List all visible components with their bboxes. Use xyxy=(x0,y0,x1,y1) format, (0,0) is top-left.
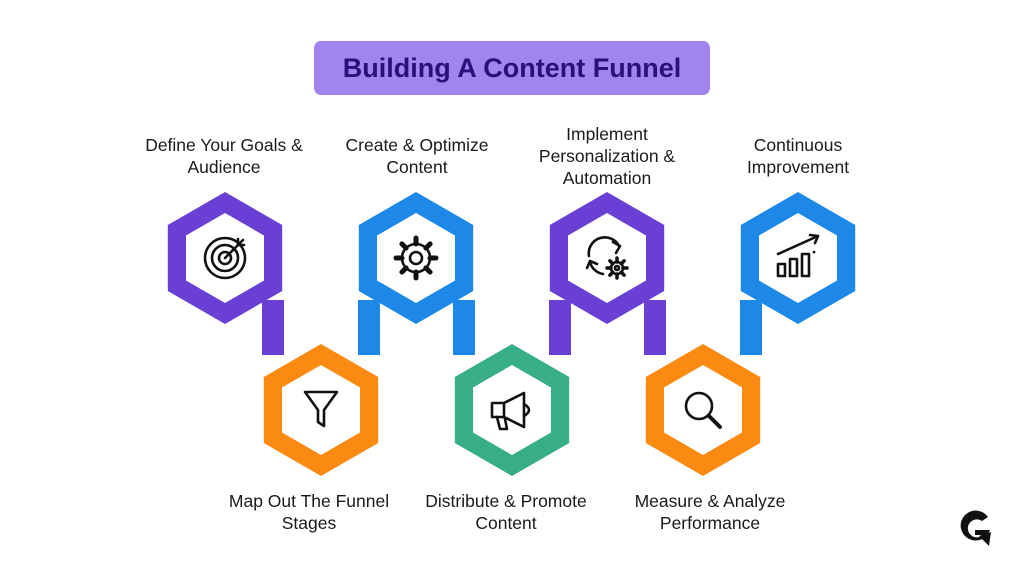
connector-5-6 xyxy=(644,300,666,355)
hexagon-inner xyxy=(377,213,455,303)
step-hexagon-3 xyxy=(358,192,474,324)
funnel-icon xyxy=(303,390,339,428)
growth-chart-icon xyxy=(776,233,820,278)
step-hexagon-6 xyxy=(645,344,761,476)
magnifier-icon xyxy=(684,391,722,429)
step-label-implement: Implement Personalization & Automation xyxy=(538,124,676,188)
step-label-distribute-promote: Distribute & Promote Content xyxy=(425,491,587,533)
hexagon-inner xyxy=(473,365,551,455)
page-title: Building A Content Funnel xyxy=(314,41,710,95)
connector-6-7 xyxy=(740,300,762,355)
connector-1-2 xyxy=(262,300,284,355)
hexagon-inner xyxy=(664,365,742,455)
target-icon xyxy=(203,236,247,280)
hexagon-inner xyxy=(282,365,360,455)
hexagon-inner xyxy=(568,213,646,303)
gear-icon xyxy=(393,235,439,281)
step-hexagon-4 xyxy=(454,344,570,476)
step-label-continuous-improvement: Continuous Improvement xyxy=(746,135,850,177)
brand-logo-icon xyxy=(960,510,991,546)
connector-2-3 xyxy=(358,300,380,355)
connector-4-5 xyxy=(549,300,571,355)
step-hexagon-5 xyxy=(549,192,665,324)
megaphone-icon xyxy=(490,391,531,431)
step-hexagon-7 xyxy=(740,192,856,324)
step-hexagon-1 xyxy=(167,192,283,324)
refresh-gear-icon xyxy=(585,236,629,280)
step-label-create-optimize: Create & Optimize Content xyxy=(345,135,489,177)
step-label-measure-analyze: Measure & Analyze Performance xyxy=(634,491,786,533)
step-hexagon-2 xyxy=(263,344,379,476)
step-label-map-funnel: Map Out The Funnel Stages xyxy=(228,491,390,533)
step-label-define-goals: Define Your Goals & Audience xyxy=(145,135,303,177)
connector-3-4 xyxy=(453,300,475,355)
